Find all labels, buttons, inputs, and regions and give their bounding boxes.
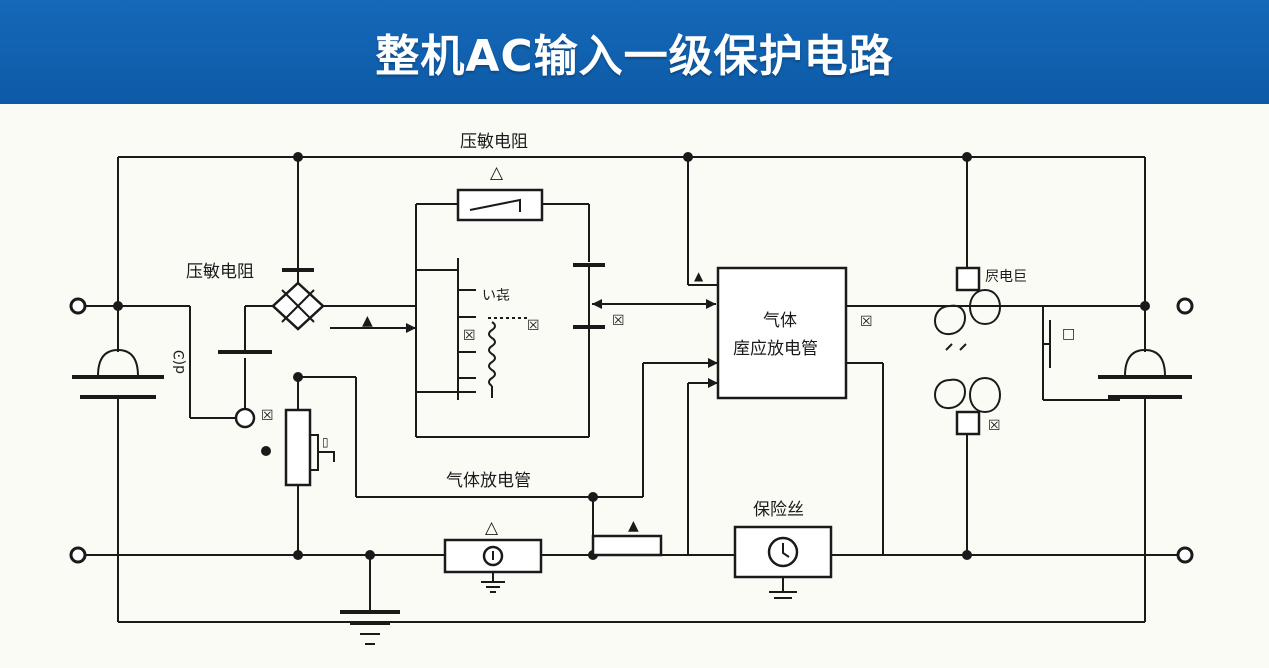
relay-group: 压敏电阻 △ い㐂 ☒ ☒ ☒ bbox=[415, 132, 716, 438]
gdt-switch-mark: ▯ bbox=[322, 435, 329, 449]
gas-tube-triangle: ▲ bbox=[694, 269, 704, 283]
terminal-l-right[interactable] bbox=[1176, 297, 1194, 315]
page-title: 整机AC输入一级保护电路 bbox=[375, 31, 894, 82]
fuse-left-triangle: △ bbox=[485, 518, 499, 538]
arrow-head bbox=[706, 299, 716, 309]
circuit-diagram: d(Ͽ 压敏电阻 ☒ ▲ ▯ bbox=[0, 104, 1269, 668]
choke-coil-1 bbox=[934, 304, 966, 336]
mid-small-box bbox=[591, 534, 663, 557]
mid-gas-tube-group: 气体放电管 ▲ bbox=[446, 471, 663, 560]
varistor-left-group: 压敏电阻 ☒ ▲ bbox=[186, 152, 416, 456]
mid-triangle: ▲ bbox=[628, 518, 639, 534]
terminal-n-left[interactable] bbox=[69, 546, 87, 564]
varistor-left-label: 压敏电阻 bbox=[186, 262, 254, 282]
choke-coil-3 bbox=[934, 378, 966, 410]
arrow-head bbox=[592, 299, 602, 309]
arrow-head bbox=[708, 358, 718, 368]
gdt-switch bbox=[310, 434, 335, 471]
choke-bottom-bracket bbox=[955, 410, 981, 436]
arrow-triangle: ▲ bbox=[362, 313, 373, 329]
node-circle bbox=[234, 407, 256, 429]
varistor-top-triangle: △ bbox=[490, 163, 504, 183]
circuit-svg: d(Ͽ 压敏电阻 ☒ ▲ ▯ bbox=[69, 132, 1194, 645]
relay-text: い㐂 bbox=[482, 288, 510, 304]
choke-bottom-mark: ☒ bbox=[988, 418, 1001, 434]
junction-dot bbox=[962, 550, 972, 560]
junction-dot bbox=[113, 301, 123, 311]
small-left-label: d(Ͽ bbox=[172, 350, 188, 374]
gas-tube-mid-label: 气体放电管 bbox=[446, 471, 531, 491]
arrow-head bbox=[406, 323, 416, 333]
main-wires bbox=[80, 156, 1180, 623]
gas-tube-group: ▲ 气体 庢应放电管 ☒ bbox=[642, 152, 1145, 555]
inductor-label: 屄电巨 bbox=[985, 269, 1027, 285]
gas-tube-box bbox=[716, 266, 848, 400]
gas-tube-label-1: 气体 bbox=[763, 311, 797, 331]
junction-dot bbox=[293, 550, 303, 560]
left-gdt-group: ▯ bbox=[284, 372, 643, 560]
relay-mark-left: ☒ bbox=[463, 328, 476, 344]
relay-mark-right: ☒ bbox=[527, 318, 540, 334]
choke-core-mark bbox=[945, 343, 967, 351]
fuse-label: 保险丝 bbox=[753, 500, 804, 520]
relay-coil bbox=[488, 321, 496, 387]
left-terminals bbox=[69, 297, 164, 564]
title-banner: 整机AC输入一级保护电路 bbox=[0, 0, 1269, 104]
varistor-top-zigzag bbox=[469, 198, 521, 212]
gdt-vertical-box bbox=[284, 408, 312, 487]
plug-dome-left bbox=[97, 348, 139, 377]
terminal-n-right[interactable] bbox=[1176, 546, 1194, 564]
bridge-diag-2 bbox=[281, 289, 315, 323]
bottom-components: △ 保险丝 bbox=[340, 500, 833, 645]
choke-group: 屄电巨 ☒ □ bbox=[934, 152, 1120, 560]
double-arrow-mark: ☒ bbox=[612, 313, 625, 329]
arrow-head bbox=[708, 378, 718, 388]
choke-top-bracket bbox=[955, 266, 981, 292]
gas-tube-out-mark: ☒ bbox=[860, 314, 873, 330]
choke-coil-4 bbox=[969, 376, 1001, 414]
node-mark: ☒ bbox=[261, 408, 274, 424]
plug-dome-right bbox=[1124, 348, 1166, 377]
indicator-dot bbox=[261, 446, 271, 456]
fuse-clock-hands bbox=[782, 543, 790, 558]
switch-mark: □ bbox=[1062, 326, 1075, 342]
varistor-top-label: 压敏电阻 bbox=[460, 132, 528, 152]
gas-tube-label-2: 庢应放电管 bbox=[733, 339, 818, 359]
terminal-l-left[interactable] bbox=[69, 297, 87, 315]
choke-coil-2 bbox=[969, 288, 1001, 326]
